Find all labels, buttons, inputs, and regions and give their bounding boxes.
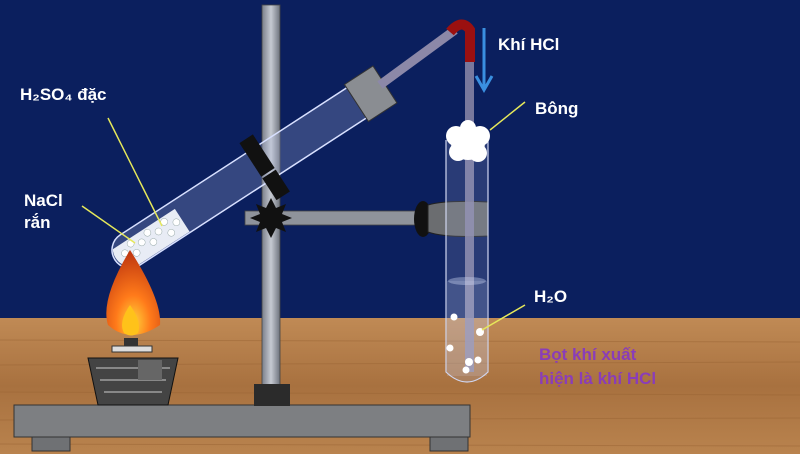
label-cotton: Bông (535, 99, 578, 118)
base-leg-right (429, 436, 469, 452)
clamp-knob-icon (250, 198, 292, 238)
tube-holder-clamp-2 (262, 169, 290, 201)
pointer-lines (81, 101, 526, 331)
delivery-tube (377, 26, 458, 89)
flame-inner (122, 305, 139, 336)
label-acid: H₂SO₄ đặc (20, 85, 107, 104)
label-salt-line2: rắn (24, 213, 50, 232)
tube-holder-clamp-1 (239, 134, 275, 177)
delivery-tube-down (465, 62, 474, 372)
base-leg-left (31, 436, 71, 452)
alcohol-burner (87, 338, 179, 406)
collecting-test-tube (445, 140, 489, 383)
note-line1: Bọt khí xuất (539, 345, 637, 364)
base-platform (13, 404, 471, 438)
reaction-test-tube (111, 65, 398, 269)
label-gas: Khí HCl (498, 35, 559, 54)
water-surface (448, 277, 486, 285)
label-water: H₂O (534, 287, 567, 306)
gas-flow-arrow-icon (474, 28, 494, 94)
flame-outer (106, 250, 161, 335)
cotton-plug (446, 120, 490, 162)
stand-foot (254, 384, 290, 406)
delivery-tube-elbow (446, 19, 475, 62)
note-line2: hiện là khí HCl (539, 369, 656, 388)
salt-crystals (112, 208, 190, 267)
label-salt-line1: NaCl (24, 191, 63, 210)
